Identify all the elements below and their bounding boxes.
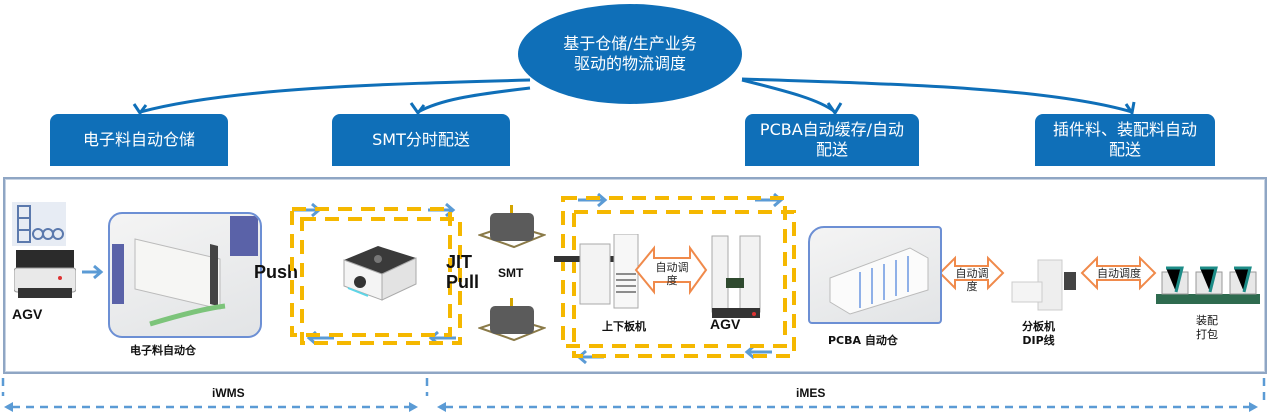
dip-text: DIP线 xyxy=(1022,334,1055,347)
category-storage-label: 电子料自动仓储 xyxy=(82,130,195,149)
arrowhead-icon xyxy=(409,102,426,116)
smt-machine-icon xyxy=(476,298,548,342)
pcba-warehouse-icon xyxy=(829,247,929,315)
arrowhead-icon xyxy=(1124,101,1136,117)
agv-robot-icon xyxy=(343,246,417,301)
assembly-image xyxy=(1156,264,1260,306)
loop-inner-smt xyxy=(300,217,462,345)
jit-pull-text: JIT Pull xyxy=(446,252,480,292)
loader-image xyxy=(552,233,650,312)
warehouse-label: 电子料自动仓 xyxy=(130,344,196,357)
warehouse-icon xyxy=(112,216,258,327)
pcba-warehouse-label: PCBA 自动仓 xyxy=(828,334,898,347)
schedule-arrow-1 xyxy=(634,244,708,296)
depanel-machine-icon xyxy=(1011,259,1076,311)
smt-machine-icon xyxy=(476,205,548,249)
category-insert: 插件料、装配料自动配送 xyxy=(1035,114,1215,166)
category-insert-label: 插件料、装配料自动配送 xyxy=(1052,120,1197,159)
smt-machine-top xyxy=(476,205,548,249)
center-node-text: 基于仓储/生产业务驱动的物流调度 xyxy=(563,34,697,73)
imes-label: iMES xyxy=(796,386,826,400)
connector-to-storage xyxy=(139,78,531,114)
agv-center-image xyxy=(338,242,420,306)
category-storage: 电子料自动仓储 xyxy=(50,114,228,166)
schedule-label-1: 自动调度 xyxy=(655,261,689,287)
category-smt-label: SMT分时配送 xyxy=(372,130,470,149)
category-pcba-label: PCBA自动缓存/自动配送 xyxy=(759,120,905,159)
loop-inner-pcba xyxy=(572,210,796,358)
agv-right-image xyxy=(710,228,762,320)
loader-label: 上下板机 xyxy=(602,320,646,333)
connector-to-insert xyxy=(741,77,1133,114)
loop-outer-smt xyxy=(290,207,452,337)
packing-text: 打包 xyxy=(1196,328,1218,341)
agv-left-label: AGV xyxy=(12,306,43,322)
agv-rack-image xyxy=(12,202,66,246)
assembly-label: 装配 打包 xyxy=(1196,314,1218,342)
jit-pull-label: JIT Pull xyxy=(446,252,486,292)
depanel-label: 分板机 DIP线 xyxy=(1022,320,1055,348)
process-frame xyxy=(3,177,1267,374)
agv-icon xyxy=(13,250,77,298)
agv-lift-icon xyxy=(711,235,761,318)
smt-machine-bottom xyxy=(476,298,548,342)
loader-machine-icon xyxy=(554,233,639,309)
schedule-label-3: 自动调度 xyxy=(1097,267,1141,280)
agv-left-image xyxy=(13,248,77,300)
schedule-arrow-3 xyxy=(1080,255,1157,291)
push-label: Push xyxy=(254,262,299,282)
depanel-image xyxy=(1008,258,1080,314)
smt-label: SMT xyxy=(498,266,524,280)
category-smt: SMT分时配送 xyxy=(332,114,510,166)
iwms-label: iWMS xyxy=(212,386,245,400)
connector-to-smt xyxy=(417,86,531,114)
category-pcba: PCBA自动缓存/自动配送 xyxy=(745,114,919,166)
arrowhead-icon xyxy=(132,103,148,116)
schedule-arrow-2 xyxy=(938,255,1005,291)
rack-icon xyxy=(17,205,64,243)
robot-arm-icon xyxy=(1156,266,1260,304)
depanel-text: 分板机 xyxy=(1022,320,1055,333)
agv-right-label: AGV xyxy=(710,316,741,332)
warehouse-image xyxy=(108,212,262,338)
assembly-text: 装配 xyxy=(1196,314,1218,327)
center-node: 基于仓储/生产业务驱动的物流调度 xyxy=(518,4,742,104)
schedule-label-2: 自动调度 xyxy=(955,267,989,293)
arrowhead-icon xyxy=(826,102,843,116)
pcba-warehouse-image xyxy=(808,226,942,324)
